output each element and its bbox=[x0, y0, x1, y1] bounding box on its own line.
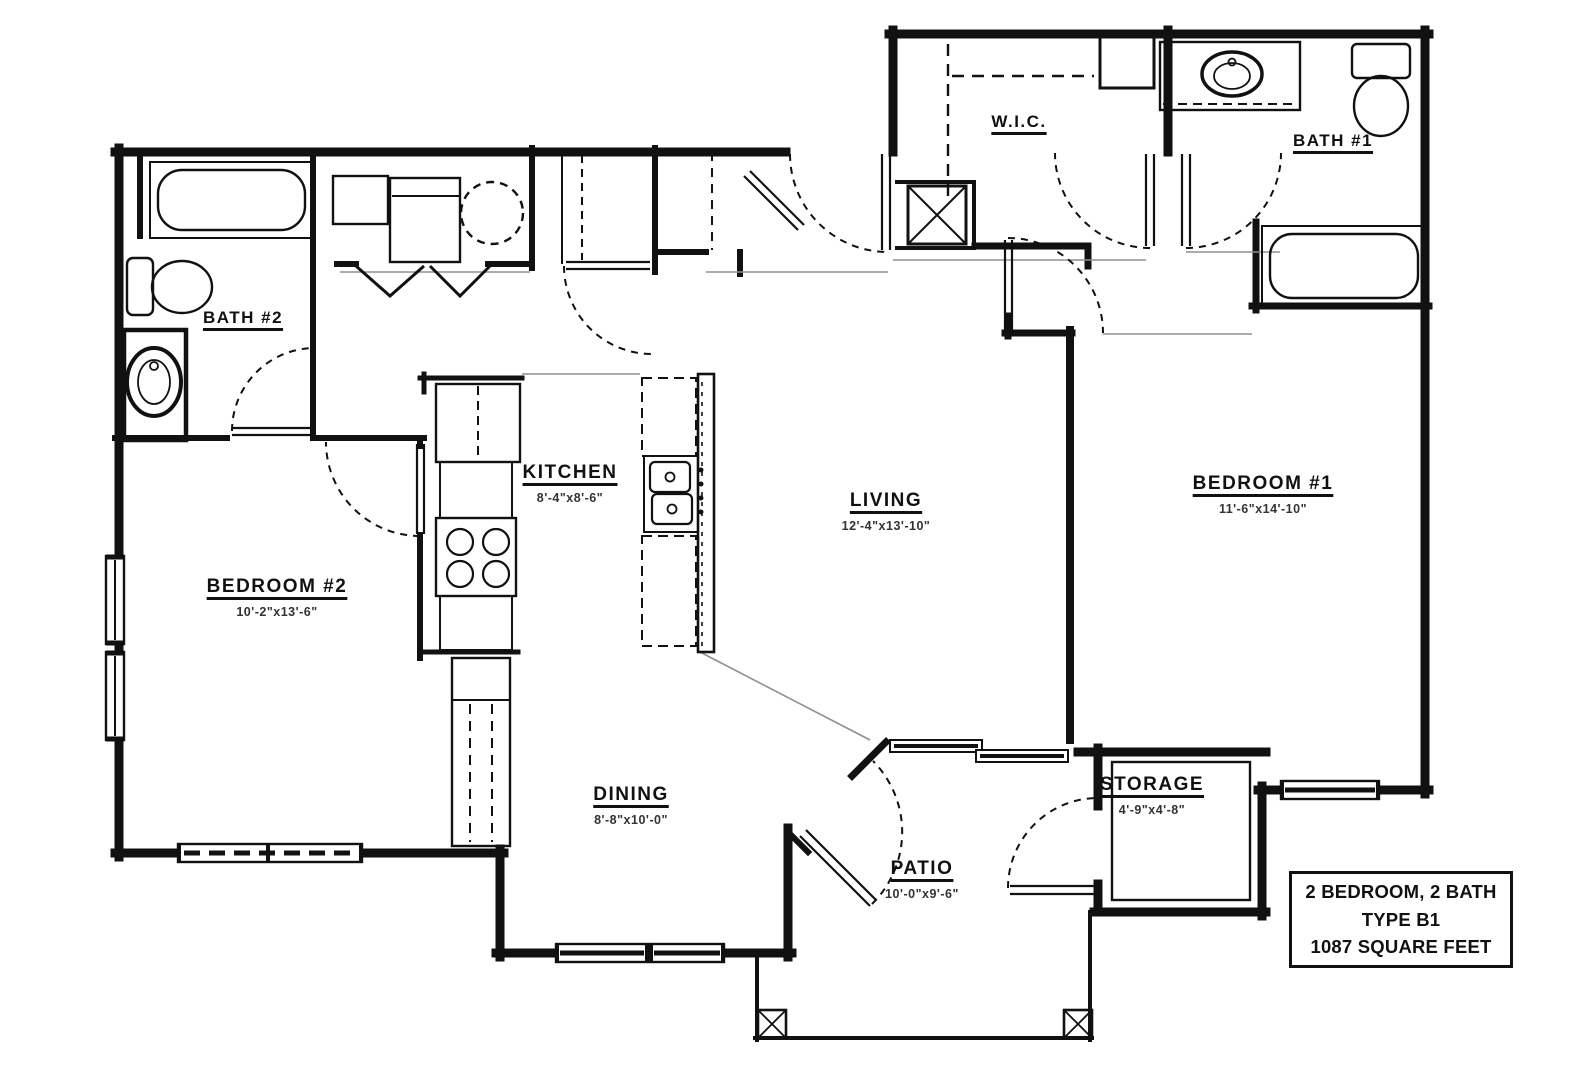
bath2-door-leaf bbox=[232, 426, 312, 437]
bedroom2-door-arc bbox=[325, 441, 421, 537]
bath2-door-arc bbox=[231, 347, 316, 432]
windows bbox=[104, 554, 1381, 964]
patio-door-arc bbox=[871, 760, 904, 905]
wic-shelves bbox=[946, 34, 1156, 196]
wic-door-leaf bbox=[1144, 154, 1156, 246]
wic-door-arc bbox=[1054, 152, 1151, 249]
counter-upper bbox=[439, 461, 513, 519]
sink-2 bbox=[125, 346, 183, 418]
patio-post-2 bbox=[1062, 1008, 1094, 1040]
dining-window-2 bbox=[648, 942, 726, 964]
room-name: BATH #2 bbox=[202, 308, 284, 327]
room-name: LIVING bbox=[849, 490, 923, 511]
room-name: STORAGE bbox=[1099, 774, 1205, 795]
kitchen-sink-unit bbox=[643, 455, 699, 533]
door-leaves bbox=[232, 154, 1192, 907]
bedroom1-door-arc bbox=[1007, 237, 1104, 334]
floor-edge-lines bbox=[340, 251, 1280, 741]
laundry-closets bbox=[331, 152, 713, 299]
kitchen-fixtures bbox=[434, 372, 716, 848]
bath1-door-arc bbox=[1185, 152, 1282, 249]
counter-lower bbox=[439, 595, 513, 651]
room-name: BATH #1 bbox=[1292, 131, 1374, 150]
island-cabinet-lower bbox=[641, 535, 697, 647]
toilet-1-bowl bbox=[1352, 74, 1410, 138]
title-block: 2 BEDROOM, 2 BATH TYPE B1 1087 SQUARE FE… bbox=[1289, 871, 1513, 968]
bifold-door-2 bbox=[428, 264, 492, 299]
sliding-door bbox=[889, 739, 1069, 763]
title-line-1: 2 BEDROOM, 2 BATH bbox=[1305, 880, 1497, 902]
entry-door-leaf bbox=[880, 154, 892, 250]
title-line-3: 1087 SQUARE FEET bbox=[1310, 936, 1492, 958]
room-name: KITCHEN bbox=[522, 462, 618, 483]
bathtub-1 bbox=[1261, 225, 1426, 307]
linen-door-arc bbox=[563, 265, 653, 355]
room-dimensions: 8'-4"x8'-6" bbox=[536, 491, 604, 505]
bedroom1-bottom-window bbox=[1279, 779, 1381, 801]
room-dimensions: 10'-0"x9'-6" bbox=[885, 887, 959, 901]
room-label-living: LIVING 12'-4"x13'-10" bbox=[842, 490, 931, 533]
laundry-shelf bbox=[331, 174, 390, 226]
room-name: W.I.C. bbox=[991, 112, 1047, 131]
entry-closet-door-leaf bbox=[743, 170, 805, 231]
toilet-2-tank bbox=[125, 256, 155, 317]
sink-1 bbox=[1200, 50, 1264, 98]
patio-door-leaf bbox=[799, 829, 877, 907]
toilet-2-bowl bbox=[150, 259, 214, 315]
room-dimensions: 10'-2"x13'-6" bbox=[236, 605, 318, 619]
room-dimensions: 4'-9"x4'-8" bbox=[1118, 803, 1186, 817]
bedroom2-left-window-1 bbox=[104, 554, 126, 646]
room-label-dining: DINING 8'-8"x10'-0" bbox=[593, 784, 669, 827]
vanity-2 bbox=[121, 327, 189, 443]
bedroom2-door-leaf bbox=[415, 444, 426, 534]
room-label-storage: STORAGE 4'-9"x4'-8" bbox=[1100, 774, 1204, 817]
room-name: DINING bbox=[593, 784, 669, 805]
storage-door-arc bbox=[1007, 797, 1099, 889]
toilet-1-tank bbox=[1350, 42, 1412, 80]
bedroom2-bottom-window bbox=[176, 842, 364, 864]
bath2-fixtures bbox=[121, 161, 314, 443]
dining-window-1 bbox=[554, 942, 650, 964]
room-dimensions: 12'-4"x13'-10" bbox=[841, 519, 931, 533]
island-cabinet-upper bbox=[641, 377, 697, 457]
room-label-kitchen: KITCHEN 8'-4"x8'-6" bbox=[523, 462, 618, 505]
storage-door-leaf bbox=[1010, 884, 1096, 896]
title-line-2: TYPE B1 bbox=[1361, 908, 1441, 930]
pantry-cabinet bbox=[450, 656, 512, 848]
room-dimensions: 11'-6"x14'-10" bbox=[1218, 502, 1308, 516]
washer bbox=[459, 180, 525, 246]
room-label-patio: PATIO 10'-0"x9'-6" bbox=[885, 858, 959, 901]
bath1-fixtures bbox=[1158, 40, 1426, 307]
storage-and-posts bbox=[756, 760, 1252, 1040]
bath1-door-leaf bbox=[1180, 154, 1192, 246]
bedroom1-door-leaf bbox=[1003, 240, 1014, 330]
bifold-door-1 bbox=[355, 264, 425, 299]
entry-door-arc bbox=[789, 153, 889, 253]
mechanical-chase bbox=[906, 184, 968, 246]
patio-outline bbox=[753, 910, 1094, 1042]
bathtub-2 bbox=[149, 161, 314, 239]
storage-inner-wall bbox=[1110, 760, 1252, 902]
room-label-bath1: BATH #1 bbox=[1293, 131, 1373, 151]
door-arcs bbox=[231, 152, 1282, 905]
linen-door-leaf bbox=[566, 260, 650, 271]
room-name: PATIO bbox=[890, 858, 954, 879]
vanity-1 bbox=[1158, 40, 1302, 112]
room-dimensions: 8'-8"x10'-0" bbox=[594, 813, 668, 827]
bedroom2-left-window-2 bbox=[104, 650, 126, 742]
room-label-bath2: BATH #2 bbox=[203, 308, 283, 328]
room-label-bedroom1: BEDROOM #1 11'-6"x14'-10" bbox=[1193, 473, 1334, 516]
dryer bbox=[388, 176, 462, 264]
room-name: BEDROOM #2 bbox=[206, 576, 348, 597]
patio-post-1 bbox=[756, 1008, 788, 1040]
room-label-wic: W.I.C. bbox=[991, 112, 1046, 132]
room-name: BEDROOM #1 bbox=[1192, 473, 1334, 494]
room-label-bedroom2: BEDROOM #2 10'-2"x13'-6" bbox=[207, 576, 348, 619]
